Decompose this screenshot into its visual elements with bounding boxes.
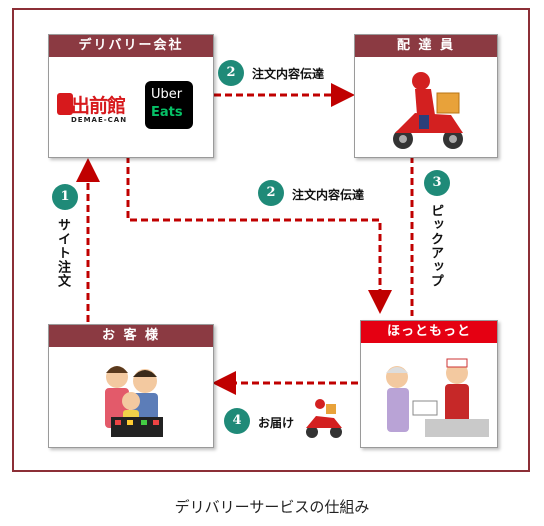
arrow-order-to-store (126, 156, 392, 314)
courier-title: 配 達 員 (355, 35, 497, 57)
scooter-rider-illustration (393, 72, 463, 149)
step-4-label: お届け (258, 416, 295, 430)
step-3-badge: 3 (424, 170, 450, 196)
step-2b-label: 注文内容伝達 (292, 188, 365, 202)
step-2a-label: 注文内容伝達 (252, 67, 325, 81)
diagram-caption: デリバリーサービスの仕組み (174, 498, 370, 516)
step-3-label: ピックアップ (428, 204, 443, 288)
step-1-label: サイト注文 (55, 218, 70, 288)
ubereats-logo: Uber Eats (145, 81, 193, 129)
store-box: ほっともっと (360, 320, 498, 448)
step-4-badge: 4 (224, 408, 250, 434)
step-2a-badge: 2 (218, 60, 244, 86)
step-2b-badge: 2 (258, 180, 284, 206)
demaecan-logo: 出前館 DEMAE-CAN (57, 89, 137, 125)
delivery-company-box: デリバリー会社 出前館 DEMAE-CAN Uber Eats (48, 34, 214, 158)
store-title: ほっともっと (361, 321, 497, 343)
store-handoff-illustration (386, 358, 489, 437)
delivery-company-title: デリバリー会社 (49, 35, 213, 57)
customer-title: お 客 様 (49, 325, 213, 347)
courier-box: 配 達 員 (354, 34, 498, 158)
step-1-badge: 1 (52, 184, 78, 210)
customer-box: お 客 様 (48, 324, 214, 448)
family-illustration (105, 366, 163, 437)
